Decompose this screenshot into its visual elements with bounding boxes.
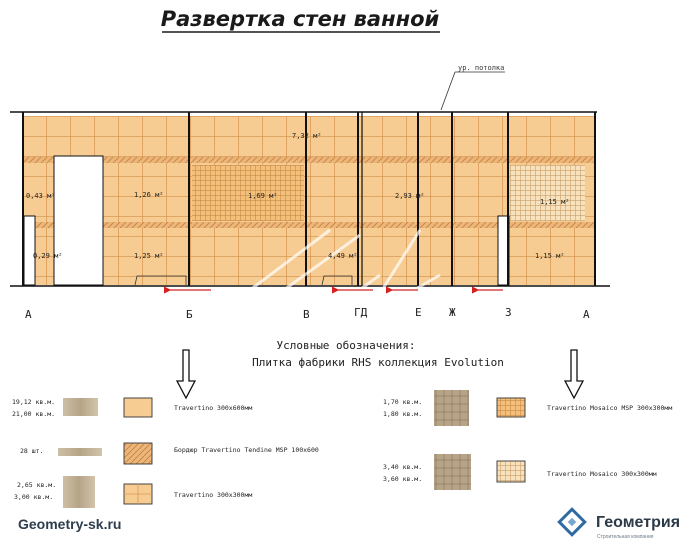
legend-sample-mosaico-msp-photo [434, 390, 469, 426]
legend-right-2-qty2: 3,60 кв.м. [383, 475, 422, 483]
area-wall4-bottom: 4,49 м² [328, 252, 358, 260]
legend-left-1-name: Travertino 300x600мм [174, 404, 252, 412]
ceiling-leader-diagonal [440, 71, 456, 111]
bath-outline-right [321, 275, 353, 286]
point-label-a-end: А [583, 308, 590, 321]
legend-sample-mosaico-photo [434, 454, 471, 490]
legend-swatch-travertino-300x300 [123, 483, 153, 505]
area-wall4-mid: 2,93 м² [395, 192, 425, 200]
point-label-v: В [303, 308, 310, 321]
wall-elevation [10, 111, 610, 421]
area-labels: 7,32 м² 0,43 м² 0,29 м² 1,26 м² 1,25 м² … [26, 132, 570, 260]
legend-swatch-mosaico [496, 460, 526, 483]
brand-logo: Геометрия Строительная компания [557, 507, 680, 540]
legend-right-2-qty1: 3,40 кв.м. [383, 463, 422, 471]
legend-swatch-mosaico-msp [496, 397, 526, 418]
point-label-zh: Ж [449, 306, 456, 319]
legend-heading: Условные обозначения: [276, 339, 415, 352]
door-opening [53, 155, 104, 286]
legend-left-2-qty1: 28 шт. [20, 447, 43, 455]
area-ceiling: 7,32 м² [292, 132, 322, 140]
area-wall5-bottom: 1,15 м² [535, 252, 565, 260]
drawing-title: Развертка стен ванной [161, 7, 440, 31]
legend-subheading: Плитка фабрики RHS коллекция Evolution [252, 356, 504, 369]
legend-swatch-border-tendine [123, 442, 153, 465]
legend-sample-travertino-photo [63, 398, 98, 416]
point-label-gd: ГД [354, 306, 368, 319]
area-wall1-bottom: 0,29 м² [33, 252, 63, 260]
legend-sample-border-photo [58, 448, 102, 456]
point-label-e: Е [415, 306, 422, 319]
niche-left [23, 215, 36, 286]
legend-right-2-name: Travertino Mosaico 300x300мм [547, 470, 657, 478]
border-band-lower [23, 222, 595, 228]
bath-outline-left [134, 275, 187, 286]
brand-name: Геометрия [596, 514, 680, 531]
area-wall5-mosaic: 1,15 м² [540, 198, 570, 206]
mosaic-panel-msp [192, 165, 304, 221]
legend-right-1-name: Travertino Mosaico MSP 300x300мм [547, 404, 672, 412]
legend-left-3-qty1: 2,65 кв.м. [17, 481, 56, 489]
legend-left-1-qty1: 19,12 кв.м. [12, 398, 55, 406]
legend-left-3-name: Travertino 300x300мм [174, 491, 252, 499]
point-label-a-start: А [25, 308, 32, 321]
brand-logo-icon [557, 507, 587, 537]
down-arrow-left-icon [175, 349, 197, 400]
brand-tagline: Строительная компания [597, 534, 654, 540]
legend-left-3-qty2: 3,00 кв.м. [14, 493, 53, 501]
area-wall3-mosaic: 1,69 м² [248, 192, 278, 200]
legend-right-1-qty2: 1,80 кв.м. [383, 410, 422, 418]
point-label-z: З [505, 306, 512, 319]
ceiling-level-label: ур. потолка [458, 64, 504, 72]
border-band-upper [23, 157, 595, 163]
area-wall1-top: 0,43 м² [26, 192, 56, 200]
area-wall2-bottom: 1,25 м² [134, 252, 164, 260]
legend-left-2-name: Бордюр Travertino Tendine MSP 100x600 [174, 446, 319, 454]
down-arrow-right-icon [563, 349, 585, 400]
legend-sample-travertino-300-photo [63, 476, 95, 508]
area-wall2-mid: 1,26 м² [134, 191, 164, 199]
legend-left-1-qty2: 21,00 кв.м. [12, 410, 55, 418]
site-url: Geometry-sk.ru [18, 516, 122, 532]
mosaic-panel-light [510, 165, 585, 221]
legend-swatch-travertino-300x600 [123, 397, 153, 418]
point-label-b: Б [186, 308, 193, 321]
legend-right-1-qty1: 1,70 кв.м. [383, 398, 422, 406]
